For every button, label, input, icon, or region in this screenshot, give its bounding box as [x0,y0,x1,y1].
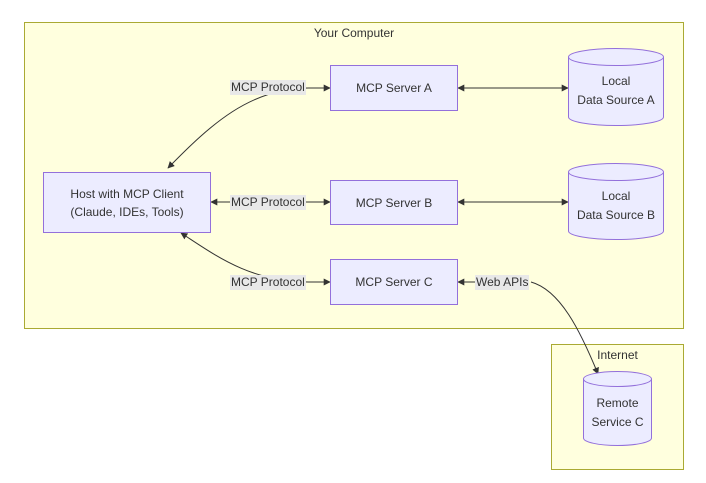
edge-label-host-server-c: MCP Protocol [230,275,306,290]
cylinder-shape [583,371,652,446]
node-data-a-label: Local Data Source A [577,74,655,107]
edge-label-server-c-remote: Web APIs [475,275,530,290]
node-local-data-source-a[interactable]: Local Data Source A [568,48,664,126]
edge-server-c-remote-c [458,282,598,374]
node-host-label: Host with MCP Client (Claude, IDEs, Tool… [70,186,184,219]
node-server-b-label: MCP Server B [355,195,433,210]
node-mcp-server-a[interactable]: MCP Server A [330,65,458,111]
node-mcp-server-b[interactable]: MCP Server B [330,180,458,225]
cylinder-shape [568,48,664,126]
edge-label-host-server-b: MCP Protocol [230,195,306,210]
group-title-your-computer: Your Computer [313,26,395,40]
node-mcp-server-c[interactable]: MCP Server C [330,259,458,305]
edge-label-host-server-a: MCP Protocol [230,80,306,95]
node-host-mcp-client[interactable]: Host with MCP Client (Claude, IDEs, Tool… [43,172,211,233]
node-data-b-label: Local Data Source B [576,188,656,222]
node-remote-service-c[interactable]: Remote Service C [583,371,652,446]
node-server-a-label: MCP Server A [356,81,432,95]
edge-host-server-a [167,84,331,169]
node-local-data-source-b[interactable]: Local Data Source B [568,163,664,240]
cylinder-shape [568,163,664,240]
node-server-c-label: MCP Server C [355,275,433,289]
group-title-internet: Internet [597,348,638,362]
node-remote-c-label: Remote Service C [591,395,644,429]
